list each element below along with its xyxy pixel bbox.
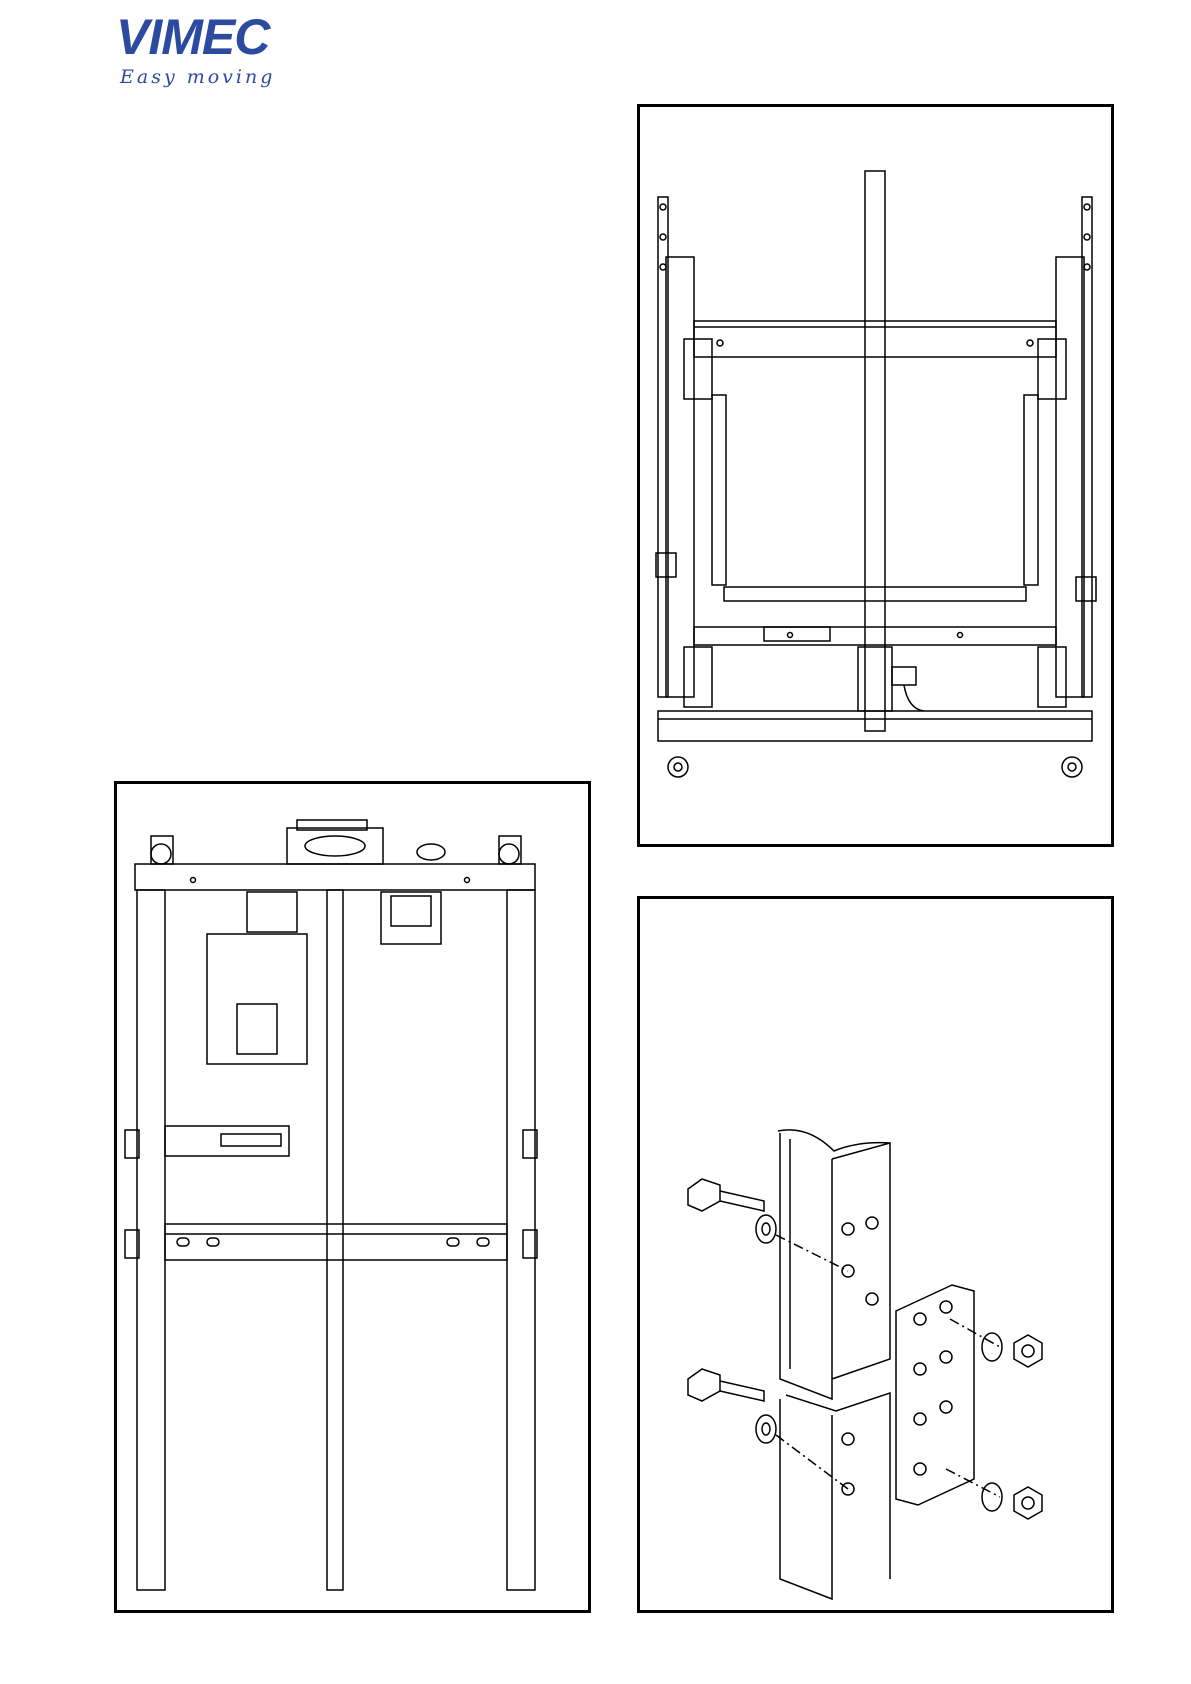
figure-rail-joint-drawing	[637, 896, 1114, 1613]
cabin-frame-drawing-svg	[117, 784, 588, 1610]
figure-frame-drawing	[637, 104, 1114, 847]
figure-cabin-frame-drawing	[114, 781, 591, 1613]
logo-wordmark: VIMEC	[116, 8, 269, 66]
vimec-logo: VIMEC Easy moving	[116, 8, 286, 88]
frame-drawing-svg	[640, 107, 1111, 844]
logo-tagline: Easy moving	[120, 66, 275, 88]
rail-joint-drawing-svg	[640, 899, 1111, 1610]
